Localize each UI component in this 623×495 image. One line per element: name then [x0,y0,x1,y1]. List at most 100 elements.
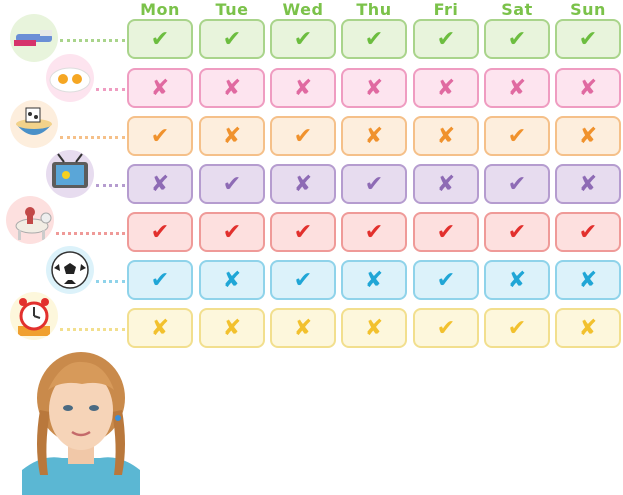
check-mark-icon: ✔ [293,219,313,245]
cell-thu-row4[interactable]: ✔ [341,164,407,204]
cell-sat-row5[interactable]: ✔ [484,212,550,252]
check-mark-icon: ✔ [150,26,170,52]
check-mark-icon: ✔ [150,267,170,293]
cross-mark-icon: ✘ [364,315,384,341]
check-mark-icon: ✔ [364,26,384,52]
check-mark-icon: ✔ [364,219,384,245]
cell-sat-row7[interactable]: ✔ [484,308,550,348]
day-header-mon: Mon [140,0,180,19]
cell-wed-row4[interactable]: ✘ [270,164,336,204]
cell-wed-row2[interactable]: ✘ [270,68,336,108]
check-mark-icon: ✔ [507,219,527,245]
cell-fri-row3[interactable]: ✘ [413,116,479,156]
check-mark-icon: ✔ [222,26,242,52]
cell-sun-row5[interactable]: ✔ [555,212,621,252]
cell-sun-row3[interactable]: ✘ [555,116,621,156]
check-mark-icon: ✔ [150,219,170,245]
cell-fri-row5[interactable]: ✔ [413,212,479,252]
cell-sat-row1[interactable]: ✔ [484,19,550,59]
row-connector [56,232,125,235]
check-mark-icon: ✔ [436,267,456,293]
day-header-sun: Sun [570,0,606,19]
cell-tue-row3[interactable]: ✘ [199,116,265,156]
cross-mark-icon: ✘ [293,315,313,341]
cell-mon-row3[interactable]: ✔ [127,116,193,156]
cell-sat-row6[interactable]: ✘ [484,260,550,300]
cell-mon-row6[interactable]: ✔ [127,260,193,300]
cell-sat-row4[interactable]: ✔ [484,164,550,204]
cell-fri-row7[interactable]: ✔ [413,308,479,348]
cell-thu-row2[interactable]: ✘ [341,68,407,108]
cell-tue-row2[interactable]: ✘ [199,68,265,108]
cell-wed-row5[interactable]: ✔ [270,212,336,252]
cross-mark-icon: ✘ [364,123,384,149]
check-mark-icon: ✔ [436,26,456,52]
cell-thu-row6[interactable]: ✘ [341,260,407,300]
cell-tue-row6[interactable]: ✘ [199,260,265,300]
cell-thu-row3[interactable]: ✘ [341,116,407,156]
row-connector [60,39,125,42]
cell-tue-row5[interactable]: ✔ [199,212,265,252]
alarm-clock-icon [10,292,58,340]
cell-thu-row5[interactable]: ✔ [341,212,407,252]
check-mark-icon: ✔ [507,315,527,341]
horse-riding-icon [6,196,54,244]
cell-sun-row2[interactable]: ✘ [555,68,621,108]
cross-mark-icon: ✘ [222,315,242,341]
cell-wed-row1[interactable]: ✔ [270,19,336,59]
check-mark-icon: ✔ [436,219,456,245]
row-connector [96,88,125,91]
cross-mark-icon: ✘ [436,123,456,149]
day-header-thu: Thu [356,0,392,19]
day-header-sat: Sat [501,0,533,19]
football-icon [46,246,94,294]
cross-mark-icon: ✘ [222,267,242,293]
check-mark-icon: ✔ [293,267,313,293]
cell-mon-row5[interactable]: ✔ [127,212,193,252]
check-mark-icon: ✔ [293,123,313,149]
cell-fri-row4[interactable]: ✘ [413,164,479,204]
cell-tue-row4[interactable]: ✔ [199,164,265,204]
cross-mark-icon: ✘ [507,267,527,293]
cell-mon-row2[interactable]: ✘ [127,68,193,108]
cell-sun-row7[interactable]: ✘ [555,308,621,348]
cell-thu-row1[interactable]: ✔ [341,19,407,59]
check-mark-icon: ✔ [364,171,384,197]
cell-mon-row4[interactable]: ✘ [127,164,193,204]
cereal-bowl-icon [10,100,58,148]
cross-mark-icon: ✘ [436,75,456,101]
check-mark-icon: ✔ [293,26,313,52]
cell-tue-row7[interactable]: ✘ [199,308,265,348]
cross-mark-icon: ✘ [222,123,242,149]
cross-mark-icon: ✘ [150,75,170,101]
check-mark-icon: ✔ [507,123,527,149]
cell-wed-row6[interactable]: ✔ [270,260,336,300]
cell-wed-row7[interactable]: ✘ [270,308,336,348]
cross-mark-icon: ✘ [578,171,598,197]
check-mark-icon: ✔ [150,123,170,149]
cell-fri-row6[interactable]: ✔ [413,260,479,300]
cell-mon-row1[interactable]: ✔ [127,19,193,59]
cross-mark-icon: ✘ [507,75,527,101]
cell-tue-row1[interactable]: ✔ [199,19,265,59]
cell-sun-row4[interactable]: ✘ [555,164,621,204]
check-mark-icon: ✔ [222,219,242,245]
check-mark-icon: ✔ [507,26,527,52]
cell-wed-row3[interactable]: ✔ [270,116,336,156]
cell-mon-row7[interactable]: ✘ [127,308,193,348]
cross-mark-icon: ✘ [578,267,598,293]
cell-fri-row2[interactable]: ✘ [413,68,479,108]
cell-sat-row2[interactable]: ✘ [484,68,550,108]
cell-sun-row6[interactable]: ✘ [555,260,621,300]
cell-fri-row1[interactable]: ✔ [413,19,479,59]
row-connector [96,280,125,283]
check-mark-icon: ✔ [578,26,598,52]
toothbrush-icon [10,14,58,62]
cell-thu-row7[interactable]: ✘ [341,308,407,348]
row-connector [60,136,125,139]
row-connector [96,184,125,187]
day-header-tue: Tue [215,0,249,19]
cell-sat-row3[interactable]: ✔ [484,116,550,156]
cross-mark-icon: ✘ [293,171,313,197]
cell-sun-row1[interactable]: ✔ [555,19,621,59]
